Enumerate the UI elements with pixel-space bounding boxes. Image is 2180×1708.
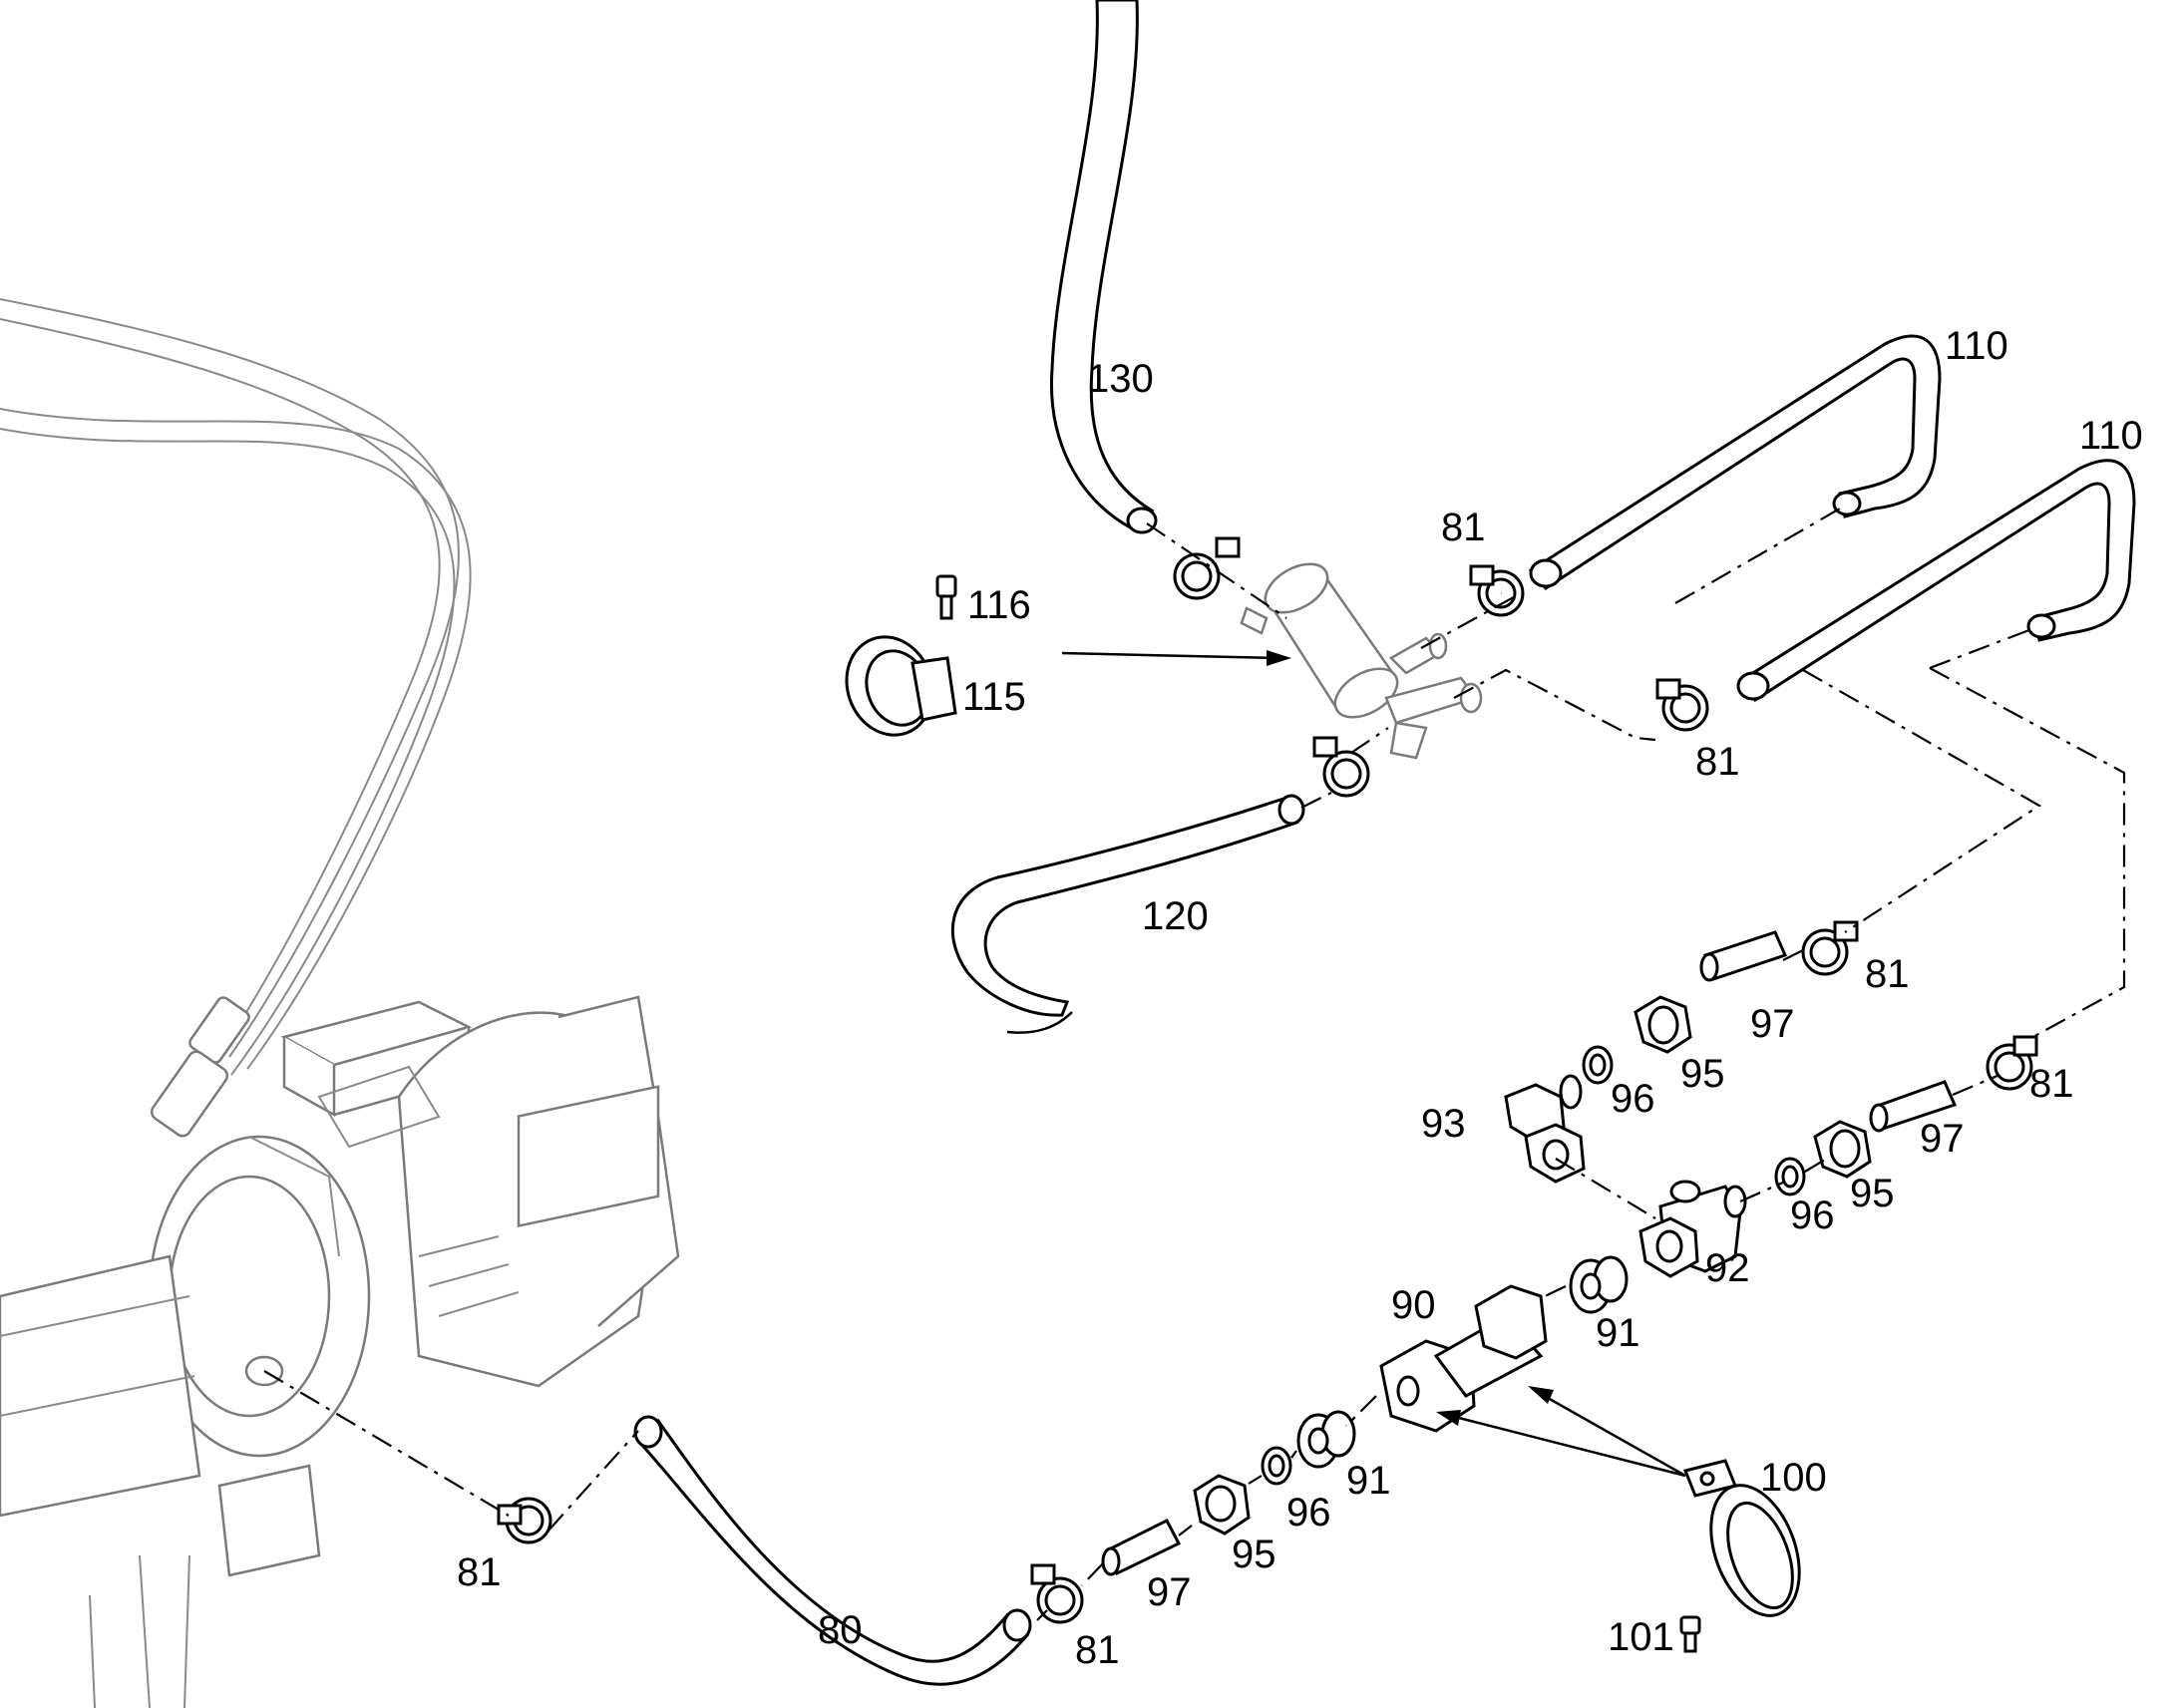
callout-80: 80 <box>818 1608 863 1652</box>
callout-120: 120 <box>1142 894 1209 938</box>
callout-100: 100 <box>1760 1456 1827 1500</box>
callout-95: 95 <box>1850 1172 1895 1215</box>
callout-96: 96 <box>1790 1194 1835 1237</box>
hose-clip <box>497 1497 552 1544</box>
hose-clip <box>1173 536 1241 600</box>
heater-unit-ghost <box>0 298 680 1708</box>
callout-96: 96 <box>1286 1491 1331 1535</box>
nut <box>1634 995 1692 1054</box>
screw <box>1679 1615 1701 1653</box>
fuel-pump-center <box>1240 562 1483 760</box>
union-fitting <box>1569 1255 1629 1314</box>
ring <box>1774 1157 1806 1196</box>
hose-clip <box>1030 1563 1084 1624</box>
callout-92: 92 <box>1705 1246 1750 1290</box>
callout-110: 110 <box>2079 414 2143 458</box>
assembly-lines <box>263 508 2126 1621</box>
callout-97: 97 <box>1147 1570 1192 1614</box>
callout-81: 81 <box>1075 1628 1120 1672</box>
callout-90: 90 <box>1391 1283 1436 1327</box>
hose-clip <box>1469 564 1525 617</box>
callout-91: 91 <box>1596 1311 1640 1355</box>
callout-115: 115 <box>962 675 1026 719</box>
callout-91: 91 <box>1346 1459 1391 1503</box>
callout-95: 95 <box>1680 1052 1725 1096</box>
callout-93: 93 <box>1421 1102 1466 1146</box>
nut <box>1813 1120 1872 1179</box>
callout-81: 81 <box>1695 740 1740 784</box>
callout-81: 81 <box>2029 1062 2074 1106</box>
grommet <box>845 635 957 737</box>
hose-clip <box>1801 920 1859 976</box>
callout-97: 97 <box>1750 1002 1795 1046</box>
hose-130 <box>1049 0 1158 534</box>
ring <box>1261 1446 1292 1486</box>
tee-fitting <box>1638 1180 1747 1278</box>
callout-130: 130 <box>1087 357 1154 401</box>
elbow-fitting <box>1504 1074 1586 1184</box>
screw <box>935 574 957 620</box>
hose-clip <box>1312 736 1370 798</box>
callout-96: 96 <box>1611 1077 1655 1121</box>
hose-110-b <box>1736 459 2136 702</box>
hose-80 <box>633 1415 1032 1686</box>
ring <box>1582 1045 1614 1085</box>
callout-81: 81 <box>1441 506 1486 549</box>
callout-116: 116 <box>967 583 1031 627</box>
hose-110-a <box>1528 334 1942 590</box>
callout-101: 101 <box>1608 1615 1674 1659</box>
callout-110: 110 <box>1945 324 2008 368</box>
inline-fitting <box>1379 1284 1548 1433</box>
union-fitting <box>1296 1410 1356 1469</box>
callout-95: 95 <box>1232 1533 1276 1576</box>
hose-clip <box>1986 1035 2038 1091</box>
nut <box>1193 1474 1251 1536</box>
hose-120 <box>950 794 1305 1034</box>
callout-labels: 130 110 110 81 116 115 81 120 81 97 95 9… <box>457 324 2143 1672</box>
hose-clip <box>1655 678 1709 732</box>
callout-81: 81 <box>457 1550 502 1594</box>
mounting-strap <box>1682 1459 1801 1617</box>
callout-97: 97 <box>1920 1117 1965 1161</box>
callout-81: 81 <box>1865 952 1910 996</box>
